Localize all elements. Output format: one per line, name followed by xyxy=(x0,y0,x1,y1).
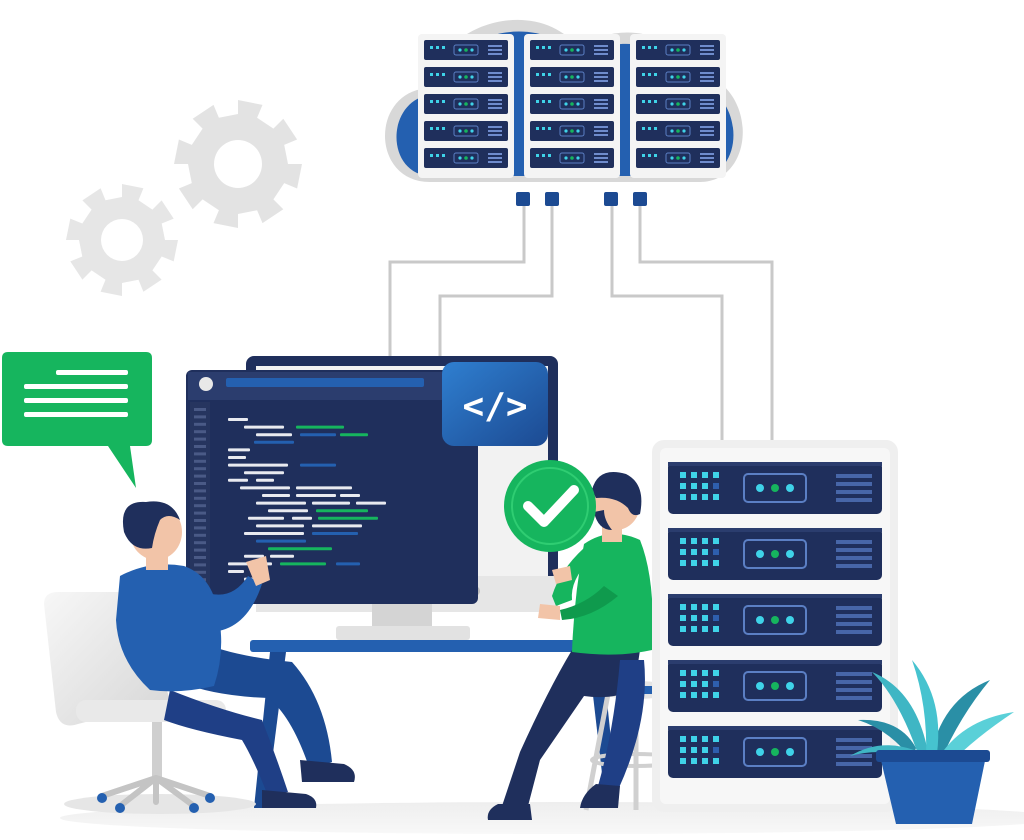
gear-icon xyxy=(66,184,178,296)
code-icon: </> xyxy=(442,362,548,446)
cloud-wires xyxy=(388,200,774,442)
standing-developer xyxy=(487,472,653,820)
code-editor xyxy=(228,418,386,581)
server-rack-icon xyxy=(652,440,898,812)
front-monitor xyxy=(186,370,478,640)
seated-developer xyxy=(116,501,355,808)
chat-bubble-icon xyxy=(2,352,152,488)
gear-icon xyxy=(174,100,302,228)
check-icon xyxy=(504,460,596,552)
cloud-icon xyxy=(385,19,743,206)
code-tag-label: </> xyxy=(462,386,527,427)
plant-icon xyxy=(850,660,1014,824)
